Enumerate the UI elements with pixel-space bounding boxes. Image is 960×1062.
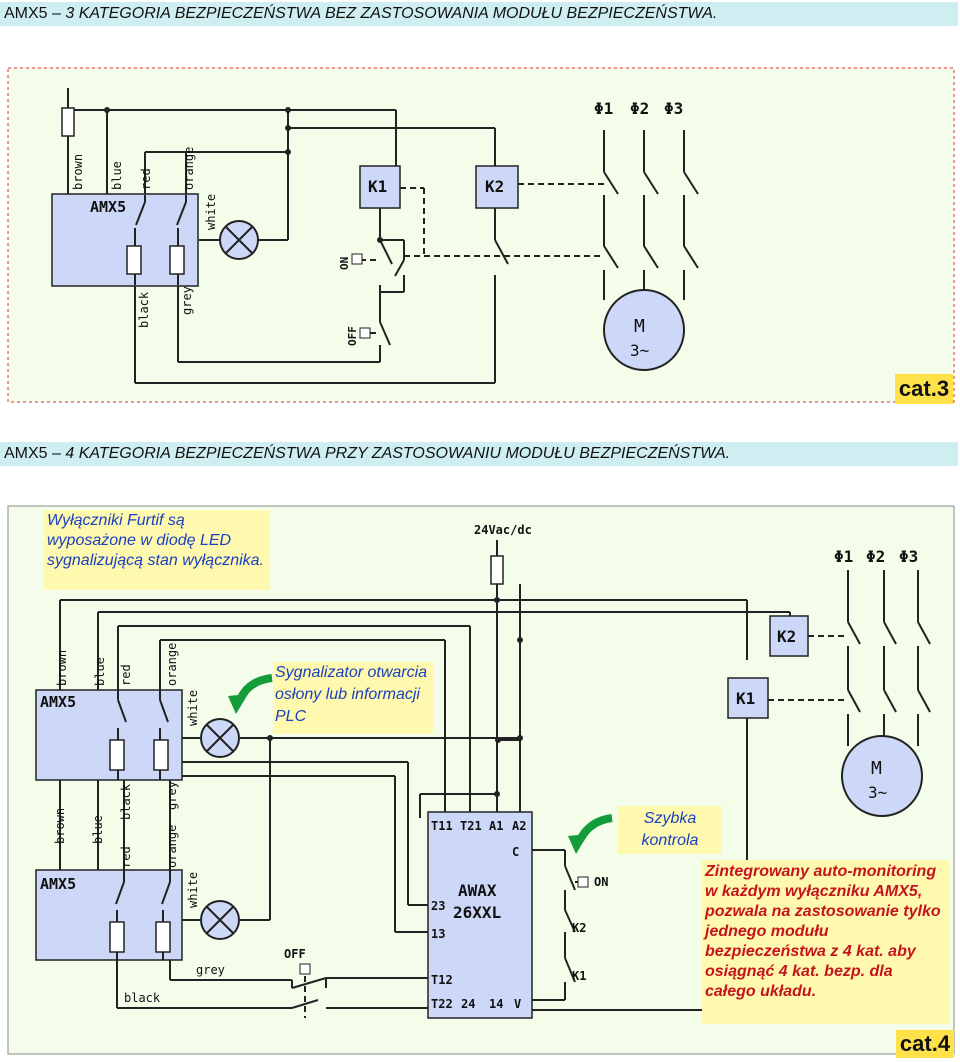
on-pushbutton — [351, 253, 363, 265]
awax-name-2: 26XXL — [453, 903, 501, 922]
note-signal: Sygnalizator otwarcia osłony lub informa… — [273, 662, 433, 734]
amx5-bottom-led-2 — [155, 921, 171, 953]
amx5-top-label: AMX5 — [40, 693, 76, 711]
badge-cat4: cat.4 — [896, 1030, 954, 1058]
diagram-cat4: 24Vac/dc AMX5 brown blue red orange whit… — [7, 505, 955, 1055]
note-quick: Szybka kontrola — [618, 806, 722, 854]
awax-v: V — [514, 997, 521, 1011]
k2-coil — [475, 165, 519, 209]
wire-red: red — [139, 168, 153, 190]
motor-m: M — [634, 316, 645, 337]
section2-title: 4 KATEGORIA BEZPIECZEŃSTWA PRZY ZASTOSOW… — [65, 445, 731, 462]
grey-wire-label: grey — [196, 963, 225, 977]
wire-top-brown: brown — [55, 650, 69, 686]
section1-title-lead: AMX5 – — [4, 5, 66, 22]
arrow-icon-quick — [568, 814, 613, 854]
phase2-3: Φ3 — [899, 547, 918, 566]
lamp-icon-bottom — [200, 900, 240, 940]
section2-title-lead: AMX5 – — [4, 445, 66, 462]
awax-13: 13 — [431, 927, 445, 941]
phase-3: Φ3 — [664, 99, 683, 118]
k1-coil-2 — [727, 677, 769, 719]
on-pushbutton-2 — [577, 876, 589, 888]
phase-1: Φ1 — [594, 99, 613, 118]
motor-icon — [603, 289, 685, 371]
wire-grey: grey — [180, 286, 194, 315]
k1-label-2: K1 — [736, 689, 755, 708]
wire-bot-orange: orange — [165, 825, 179, 868]
lamp-icon — [219, 220, 259, 260]
amx5-bottom-led-1 — [109, 921, 125, 953]
awax-c: C — [512, 845, 519, 859]
note-auto: Zintegrowany auto-monitoring w każdym wy… — [702, 860, 950, 1024]
section1-header: AMX5 – 3 KATEGORIA BEZPIECZEŃSTWA BEZ ZA… — [0, 2, 958, 26]
wire-brown: brown — [71, 154, 85, 190]
awax-name-1: AWAX — [458, 881, 497, 900]
wire-orange: orange — [182, 147, 196, 190]
amx5-led-2 — [169, 245, 185, 275]
k1-label: K1 — [368, 177, 387, 196]
wire-bot-brown: brown — [53, 808, 67, 844]
off-pushbutton-2 — [299, 963, 311, 975]
black-wire-label: black — [124, 991, 161, 1005]
amx5-led-1 — [126, 245, 142, 275]
wire-bot-white: white — [186, 872, 200, 908]
motor-icon-2 — [841, 735, 923, 817]
section1-title: 3 KATEGORIA BEZPIECZEŃSTWA BEZ ZASTOSOWA… — [65, 5, 718, 22]
awax-t21: T21 — [460, 819, 482, 833]
phase2-1: Φ1 — [834, 547, 853, 566]
amx5-label: AMX5 — [90, 198, 126, 216]
k1-coil — [359, 165, 401, 209]
amx5-top-led-1 — [109, 739, 125, 771]
phase2-2: Φ2 — [866, 547, 885, 566]
fuse-icon-2 — [490, 555, 504, 585]
section2-header: AMX5 – 4 KATEGORIA BEZPIECZEŃSTWA PRZY Z… — [0, 442, 958, 466]
k2-contact-label: K2 — [572, 921, 586, 935]
awax-23: 23 — [431, 899, 445, 913]
wire-bot-grey: grey — [165, 781, 179, 810]
off-label: OFF — [346, 326, 359, 346]
awax-24: 24 — [461, 997, 475, 1011]
awax-t11: T11 — [431, 819, 453, 833]
wire-blue: blue — [110, 161, 124, 190]
awax-a2: A2 — [512, 819, 526, 833]
off-pushbutton — [359, 327, 371, 339]
wire-top-red: red — [119, 664, 133, 686]
badge-cat3: cat.3 — [895, 374, 953, 404]
amx5-bottom-label: AMX5 — [40, 875, 76, 893]
k1-contact-label: K1 — [572, 969, 586, 983]
wire-top-blue: blue — [93, 657, 107, 686]
on-label: ON — [338, 257, 351, 270]
on-label-2: ON — [594, 875, 608, 889]
k2-label-2: K2 — [777, 627, 796, 646]
awax-a1: A1 — [489, 819, 503, 833]
awax-t12: T12 — [431, 973, 453, 987]
wire-bot-red: red — [119, 846, 133, 868]
wire-top-white: white — [186, 690, 200, 726]
note-led: Wyłączniki Furtif są wyposażone w diodę … — [44, 510, 270, 590]
phase-2: Φ2 — [630, 99, 649, 118]
fuse-icon — [61, 107, 75, 137]
awax-14: 14 — [489, 997, 503, 1011]
wire-white: white — [204, 194, 218, 230]
supply-label-2: 24Vac/dc — [474, 523, 532, 537]
wire-bot-blue: blue — [91, 815, 105, 844]
k2-label: K2 — [485, 177, 504, 196]
wire-black: black — [137, 291, 151, 328]
motor2-m: M — [871, 758, 882, 779]
k2-coil-2 — [769, 615, 809, 657]
wire-bot-black: black — [119, 783, 133, 820]
wire-top-orange: orange — [165, 643, 179, 686]
amx5-top-led-2 — [153, 739, 169, 771]
off-label-2: OFF — [284, 947, 306, 961]
motor2-3ph: 3~ — [868, 783, 887, 802]
diagram-cat3: AMX5 brown blue red orange white black g… — [7, 67, 955, 403]
awax-t22: T22 — [431, 997, 453, 1011]
motor-3ph: 3~ — [630, 341, 649, 360]
arrow-icon-signal — [228, 674, 273, 714]
lamp-icon-top — [200, 718, 240, 758]
awax-module — [427, 811, 533, 1019]
